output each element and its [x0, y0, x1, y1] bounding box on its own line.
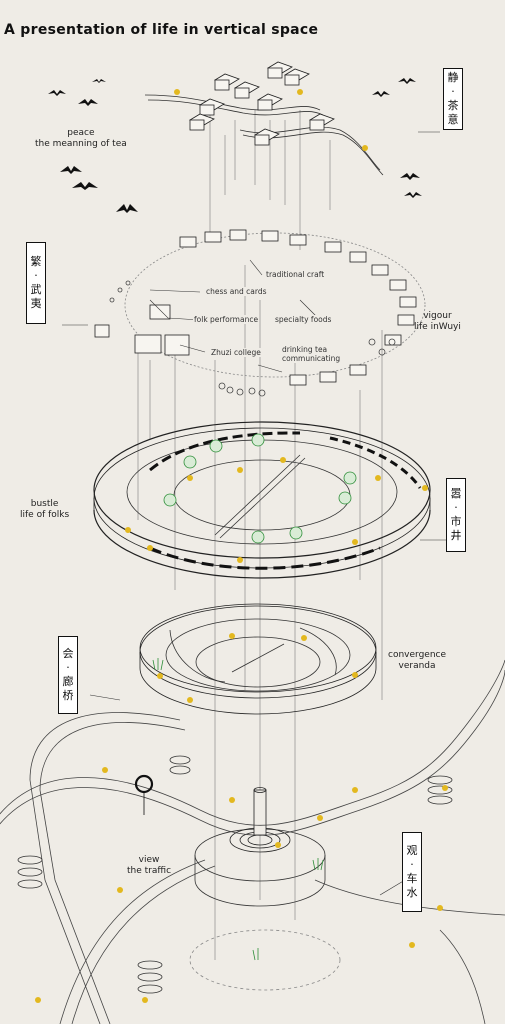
annotation-zhuzi: Zhuzi college [210, 348, 262, 357]
page-title: A presentation of life in vertical space [4, 22, 319, 38]
trees [163, 433, 357, 544]
annotation-drinking: drinking tea [281, 345, 329, 354]
ground-level [0, 659, 505, 1024]
people-figures [35, 89, 448, 1003]
annotation-chess: chess and cards [205, 287, 268, 296]
convergence-veranda-level [139, 603, 377, 715]
tea-pavilion-level [144, 61, 384, 176]
plants [152, 658, 324, 961]
bustle-ring-level [93, 421, 431, 579]
tag-corridor: 会·廊桥 [58, 636, 78, 714]
tag-market: 嚣·市井 [446, 478, 466, 552]
annotation-communicating: communicating [281, 354, 342, 363]
annotation-craft: traditional craft [265, 270, 326, 279]
tag-traffic: 观·车水 [402, 832, 422, 912]
tag-tea: 静·茶意 [443, 68, 463, 130]
annotation-folk: folk performance [193, 315, 260, 324]
wuyi-market-ring [94, 229, 426, 397]
birds [48, 78, 422, 213]
tag-wuyi: 繁·武夷 [26, 242, 46, 324]
annotation-foods: specialty foods [274, 315, 333, 324]
leader-lines [62, 131, 448, 896]
